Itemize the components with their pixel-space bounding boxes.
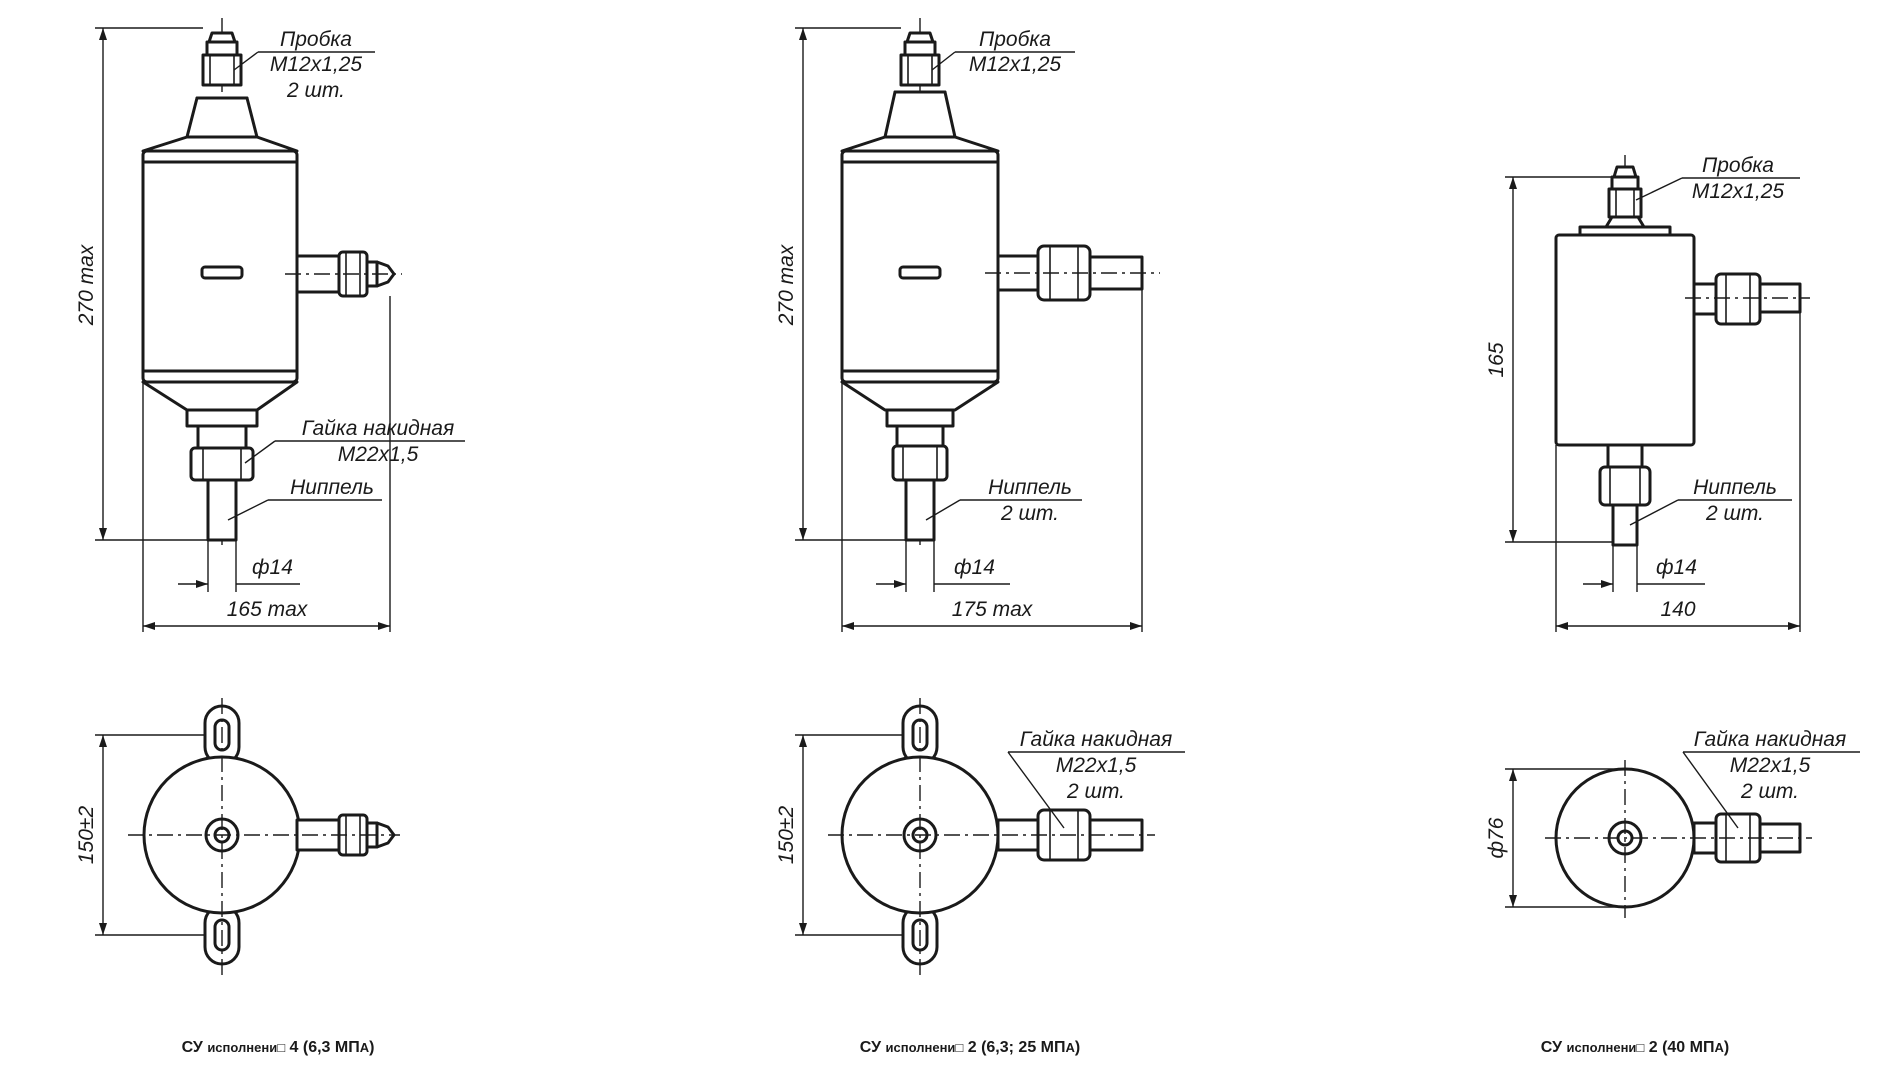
plug-label-line-3: 2 шт. [286, 79, 345, 102]
variant-3-plug-label: Пробка М12х1,25 [1635, 154, 1800, 203]
variant-1-mount-dim: 150±2 [75, 734, 205, 936]
nipple-label-line-1: Ниппель [290, 476, 374, 499]
variant-1-height-dim: 270 max [75, 243, 98, 326]
variant-2-body [840, 18, 1160, 545]
variant-2-mount-dim-text: 150±2 [775, 806, 798, 865]
variant-2-top-view: 150±2 Гайка накидная М22х1,5 2 шт. [775, 698, 1185, 975]
variant-1-width-dim: 165 max [227, 598, 309, 621]
variant-3-front-view: 165 ф14 140 Пробка М12х1,25 Ниппель 2 шт… [1485, 154, 1810, 632]
plug-label-line-2: М12х1,25 [969, 53, 1062, 76]
nut-label-line-2: М22х1,5 [338, 443, 419, 466]
variant-1-top-view: 150±2 [75, 698, 400, 975]
nipple-label-line-2: 2 шт. [1000, 502, 1059, 525]
variant-3-diameter-dim: ф14 [1656, 556, 1697, 579]
plug-label-line-2: М12х1,25 [1692, 180, 1785, 203]
variant-3-nipple-label: Ниппель 2 шт. [1629, 476, 1792, 526]
variant-2-nut-label: Гайка накидная М22х1,5 2 шт. [1007, 728, 1185, 829]
plug-label-line-1: Пробка [280, 28, 352, 51]
variant-3-nut-label: Гайка накидная М22х1,5 2 шт. [1682, 728, 1860, 829]
variant-3-top-diameter-dim: ф76 [1485, 768, 1625, 908]
variant-1-diameter-dim: ф14 [252, 556, 293, 579]
nipple-label-line-1: Ниппель [1693, 476, 1777, 499]
plug-label-line-1: Пробка [979, 28, 1051, 51]
variant-2-caption: СУ исполнени□ 2 (6,3; 25 МПА) [860, 1039, 1080, 1056]
nipple-label-line-2: 2 шт. [1705, 502, 1764, 525]
variant-1-front-view: 270 max ф14 165 max Пробка М12х1,25 2 шт… [75, 18, 465, 632]
nut-label-line-2: М22х1,5 [1730, 754, 1811, 777]
variant-3-height-dim: 165 [1485, 342, 1508, 377]
variant-2-height-dim: 270 max [775, 243, 798, 326]
variant-2-plug-label: Пробка М12х1,25 [931, 28, 1075, 76]
variant-1-mount-dim-text: 150±2 [75, 806, 98, 865]
nut-label-line-3: 2 шт. [1066, 780, 1125, 803]
nipple-label-line-1: Ниппель [988, 476, 1072, 499]
variant-1-plug-label: Пробка М12х1,25 2 шт. [233, 28, 375, 102]
nut-label-line-1: Гайка накидная [1694, 728, 1846, 751]
plug-label-line-1: Пробка [1702, 154, 1774, 177]
variant-1-nipple-label: Ниппель [227, 476, 382, 521]
variant-2-mount-dim: 150±2 [775, 734, 903, 936]
variant-3-caption: СУ исполнени□ 2 (40 МПА) [1541, 1039, 1729, 1056]
variant-3-dimensions: 165 ф14 140 [1485, 176, 1801, 632]
variant-2-nipple-label: Ниппель 2 шт. [925, 476, 1082, 525]
variant-2-dimensions: 270 max ф14 175 max [775, 27, 1143, 632]
variant-1-dimensions: 270 max ф14 165 max [75, 27, 391, 632]
nut-label-line-2: М22х1,5 [1056, 754, 1137, 777]
variant-3-top-diameter-text: ф76 [1485, 817, 1508, 858]
nut-label-line-1: Гайка накидная [1020, 728, 1172, 751]
variant-2-diameter-dim: ф14 [954, 556, 995, 579]
variant-2-width-dim: 175 max [952, 598, 1034, 621]
variant-3-top-view: ф76 Гайка накидная М22х1,5 2 шт. [1485, 728, 1860, 918]
variant-1-caption: СУ исполнени□ 4 (6,3 МПА) [182, 1039, 375, 1056]
variant-2-front-view: 270 max ф14 175 max Пробка М12х1,25 Нипп… [775, 18, 1160, 632]
variant-3-body [1554, 155, 1810, 547]
plug-label-line-2: М12х1,25 [270, 53, 363, 76]
variant-1-nut-label: Гайка накидная М22х1,5 [244, 417, 465, 466]
nut-label-line-3: 2 шт. [1740, 780, 1799, 803]
nut-label-line-1: Гайка накидная [302, 417, 454, 440]
variant-3-width-dim: 140 [1660, 598, 1695, 621]
variant-1-body [141, 18, 402, 545]
